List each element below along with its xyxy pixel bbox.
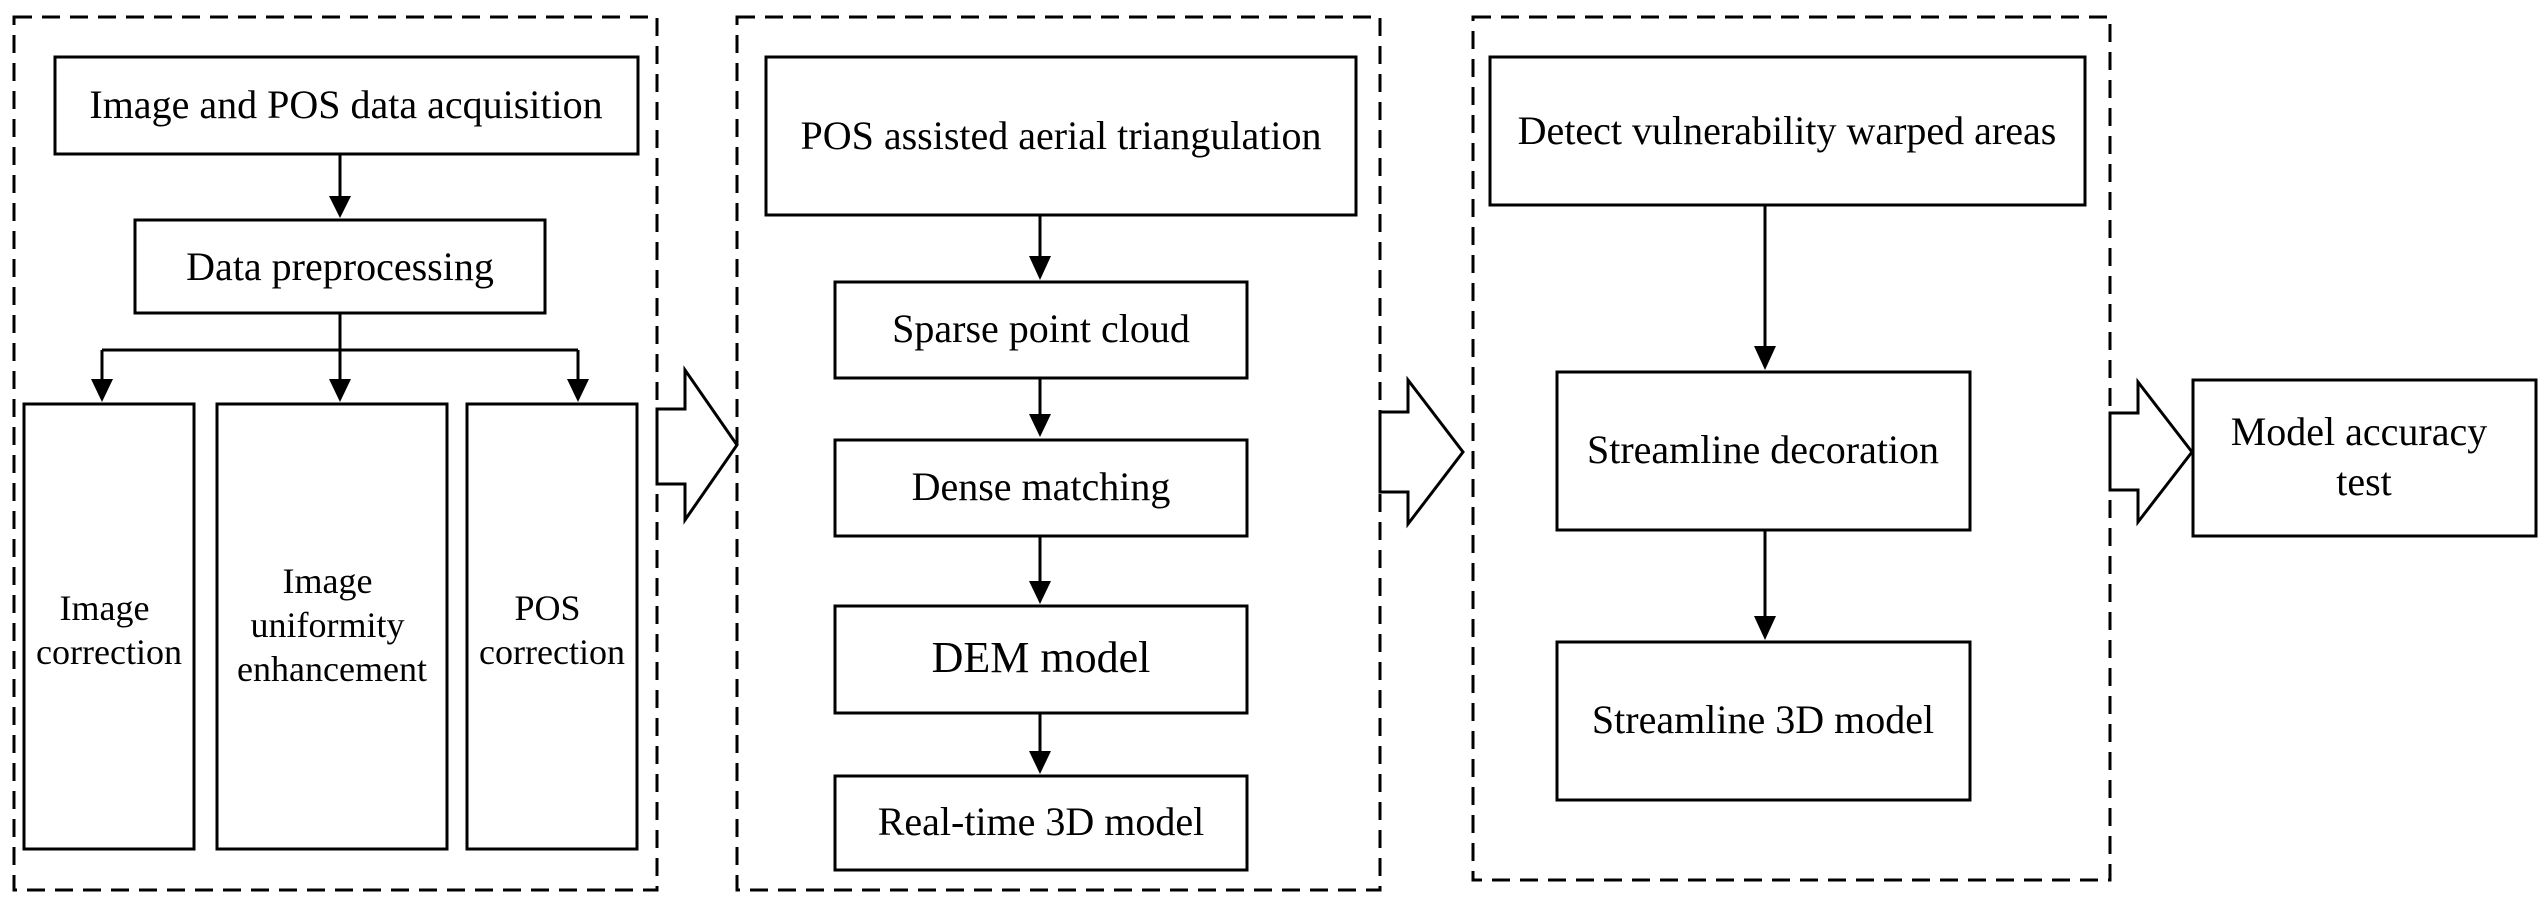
preprocessing-box <box>133 218 547 315</box>
pos-correction-label: POS correction <box>479 588 625 672</box>
stage3-to-stage4-arrow <box>2108 377 2194 527</box>
arrowhead <box>329 379 351 402</box>
acquisition-box <box>53 55 640 156</box>
model3d-box <box>1555 640 1972 802</box>
sparse-box <box>833 280 1249 380</box>
stage1-to-stage2-arrow <box>655 365 739 525</box>
acquisition-label: Image and POS data acquisition <box>89 82 602 127</box>
pos-correction-line1: POS <box>514 588 580 628</box>
arrowhead <box>1029 414 1051 437</box>
dem-label: DEM model <box>932 633 1151 682</box>
accuracy-line1: Model accuracy <box>2231 409 2488 454</box>
dense-label: Dense matching <box>912 464 1171 509</box>
arrowhead <box>329 196 351 218</box>
arrowhead <box>91 379 113 402</box>
triangulation-label: POS assisted aerial triangulation <box>800 113 1321 158</box>
uniformity-label: Image uniformity enhancement <box>237 561 427 689</box>
dem-box <box>833 604 1249 715</box>
stage2-to-stage3-arrow <box>1378 375 1465 529</box>
image-correction-box <box>22 402 196 851</box>
realtime-label: Real-time 3D model <box>878 799 1205 844</box>
arrowhead <box>1029 751 1051 774</box>
uniformity-box <box>215 402 449 851</box>
image-correction-line1: Image <box>60 588 150 628</box>
arrowhead <box>1029 581 1051 604</box>
decoration-box <box>1555 370 1972 532</box>
image-correction-line2: correction <box>36 632 182 672</box>
detect-box <box>1488 55 2087 207</box>
image-correction-label: Image correction <box>36 588 182 672</box>
dense-box <box>833 438 1249 538</box>
uniformity-line1: Image <box>283 561 373 601</box>
detect-label: Detect vulnerability warped areas <box>1518 108 2057 153</box>
realtime-box <box>833 774 1249 872</box>
arrowhead <box>1754 616 1776 640</box>
accuracy-line2: test <box>2336 459 2392 504</box>
accuracy-box <box>2191 378 2538 538</box>
pos-correction-box <box>465 402 639 851</box>
pos-correction-line2: correction <box>479 632 625 672</box>
model3d-label: Streamline 3D model <box>1592 697 1934 742</box>
uniformity-line3: enhancement <box>237 649 427 689</box>
sparse-label: Sparse point cloud <box>892 306 1190 351</box>
decoration-label: Streamline decoration <box>1587 427 1939 472</box>
accuracy-label: Model accuracy test <box>2231 409 2498 504</box>
uniformity-line2: uniformity <box>251 605 405 645</box>
preprocessing-label: Data preprocessing <box>186 244 494 289</box>
arrowhead <box>567 379 589 402</box>
arrowhead <box>1754 346 1776 370</box>
triangulation-box <box>764 55 1358 217</box>
arrowhead <box>1029 256 1051 280</box>
